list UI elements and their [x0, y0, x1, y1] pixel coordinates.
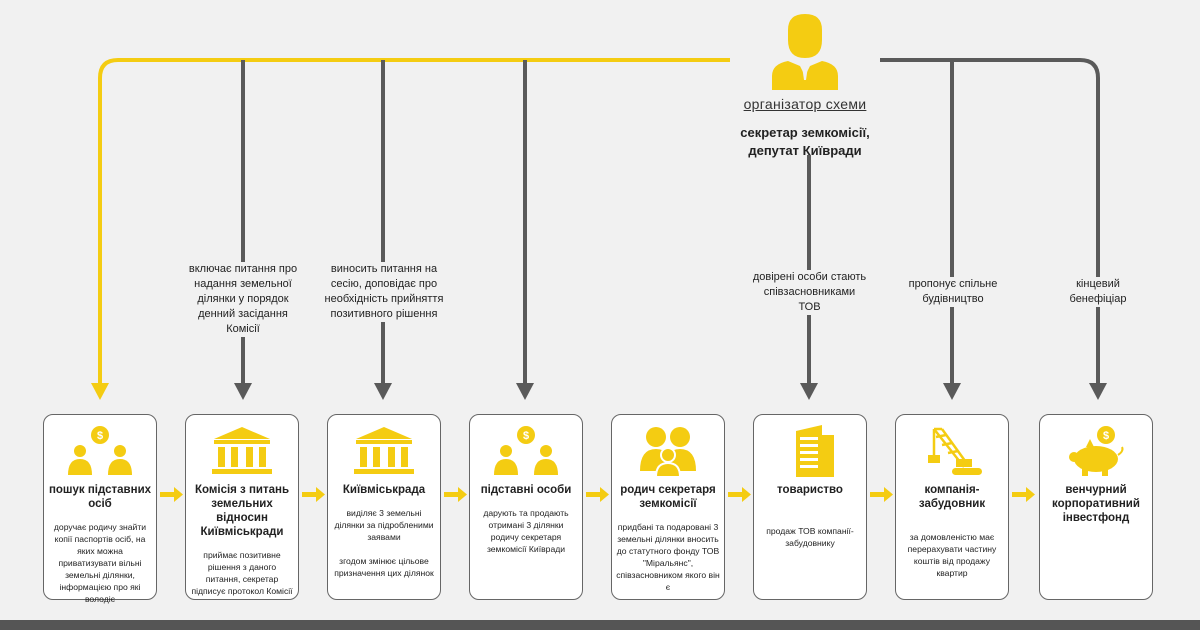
card-description: доручає родичу знайти копії паспортів ос…	[53, 522, 147, 604]
card-title: Київміськрада	[342, 484, 426, 496]
people-money-icon: $	[494, 426, 558, 475]
office-building-icon	[796, 425, 834, 477]
government-building-icon	[212, 427, 272, 474]
down-arrowheads	[234, 383, 1107, 400]
organizer-role: організатор схеми	[743, 96, 867, 112]
card-straw-men: $ підставні особи дарують та продають от…	[469, 414, 583, 600]
card-title: компанія-забудовник	[918, 484, 986, 510]
label-company: довірені особи стають співзасновниками Т…	[752, 270, 867, 315]
people-money-icon: $	[68, 426, 132, 475]
label-city-council: виносить питання на сесію, доповідає про…	[323, 262, 445, 322]
card-relative: родич секретаря земкомісії придбані та п…	[611, 414, 725, 600]
svg-text:$: $	[1103, 430, 1109, 442]
person-icon	[772, 14, 838, 90]
connector-organizer-card-1	[98, 58, 730, 385]
card-flow-arrows	[160, 487, 1035, 502]
vertical-connectors	[241, 60, 1100, 385]
organizer-name: секретар земкомісії, депутат Київради	[740, 125, 870, 158]
piggy-bank-icon: $	[1069, 426, 1124, 476]
government-building-icon	[354, 427, 414, 474]
card-description: приймає позитивне рішення з даного питан…	[191, 550, 293, 596]
svg-text:$: $	[97, 430, 103, 442]
svg-text:$: $	[523, 430, 529, 442]
label-developer: пропонує спільне будівництво	[903, 277, 1003, 307]
connector-organizer-right	[880, 58, 1100, 79]
footer-bar	[0, 620, 1200, 630]
family-icon	[640, 427, 696, 477]
card-title: товариство	[777, 484, 843, 496]
organizer-block: організатор схеми секретар земкомісії, д…	[730, 10, 880, 160]
card-description: продаж ТОВ компанії-забудовнику	[766, 526, 854, 548]
card-land-commission: Комісія з питань земельних відносин Київ…	[185, 414, 299, 600]
card-title: пошук підставних осіб	[48, 484, 152, 510]
card-title: підставні особи	[480, 484, 572, 496]
label-fund: кінцевий бенефіціар	[1058, 277, 1138, 307]
card-straw-men-search: $ пошук підставних осіб доручає родичу з…	[43, 414, 157, 604]
crane-icon	[928, 427, 982, 475]
card-title: родич секретаря земкомісії	[620, 484, 716, 510]
card-city-council: Київміськрада виділяє 3 земельні ділянки…	[327, 414, 441, 600]
card-description: дарують та продають отримані 3 ділянки р…	[483, 508, 569, 554]
card-developer: компанія-забудовник за домовленістю має …	[895, 414, 1009, 600]
arrowhead-card-1	[91, 383, 109, 400]
card-description: придбані та подаровані 3 земельні ділянк…	[616, 522, 720, 592]
card-title: венчурний корпоративний інвестфонд	[1052, 484, 1140, 524]
card-description: виділяє 3 земельні ділянки за підроблени…	[334, 508, 434, 578]
card-venture-fund: $ венчурний корпоративний інвестфонд	[1039, 414, 1153, 600]
label-commission: включає питання про надання земельної ді…	[183, 262, 303, 337]
card-company: товариство продаж ТОВ компанії-забудовни…	[753, 414, 867, 600]
card-title: Комісія з питань земельних відносин Київ…	[194, 484, 290, 538]
card-description: за домовленістю має перерахувати частину…	[907, 532, 997, 578]
